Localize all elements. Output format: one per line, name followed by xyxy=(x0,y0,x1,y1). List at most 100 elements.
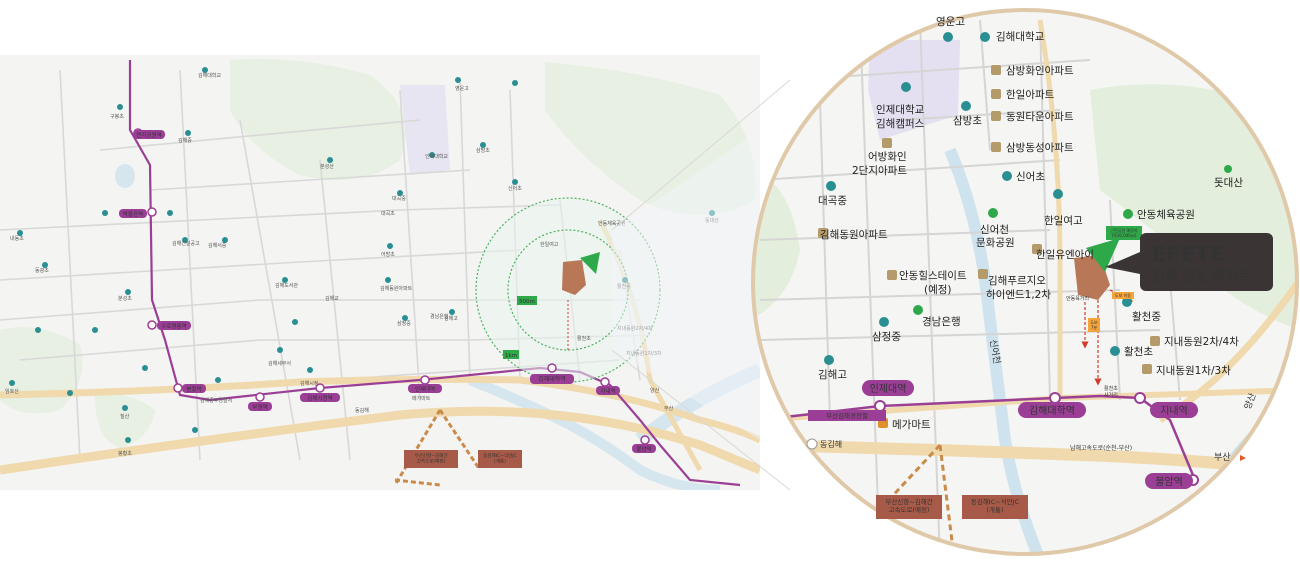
apartment-icon xyxy=(882,138,892,148)
overview-label: 메가마트 xyxy=(412,395,431,402)
landmark-label: 한일유엔아이 xyxy=(1036,248,1094,261)
school-icon xyxy=(980,32,990,42)
landmark-label: 인제대학교 xyxy=(876,104,925,116)
rail-line-badge xyxy=(808,410,886,421)
radius-500m-badge xyxy=(517,296,537,305)
apartment-icon xyxy=(991,65,1001,75)
overview-label: 김해시청 xyxy=(300,380,318,387)
overview-label: 신어초 xyxy=(508,185,522,192)
apartment-icon xyxy=(991,89,1001,99)
overview-label: 어방초 xyxy=(381,251,395,258)
walk-tag-text: 도보 이동 xyxy=(1115,292,1131,298)
landmark-label: 활천초 xyxy=(1124,345,1153,358)
opened-highway-text: 동김해IC~식만JC(개통) xyxy=(971,497,1020,514)
school-icon xyxy=(1110,346,1120,356)
planned-highway-box xyxy=(876,495,942,519)
zoom-landmarks: 영운고 김해대학교 삼방화인아파트 한일아파트 동원타운아파트 삼방동성아파트 … xyxy=(818,16,1243,431)
overview-station-label: 수로왕릉역 xyxy=(161,322,186,330)
river xyxy=(468,375,721,490)
station-dot xyxy=(1049,392,1061,404)
overview-station-label: 김해시청역 xyxy=(307,394,332,402)
station-label: 인제대역 xyxy=(870,383,907,395)
overview-label: 경남은행 xyxy=(430,313,449,320)
overview-label: 김해세무서 xyxy=(268,360,291,367)
radius-1km-badge xyxy=(503,350,519,359)
overview-label: 안동체육공원 xyxy=(598,220,626,227)
radius-500m-label: 500m xyxy=(519,299,535,305)
overview-planned-box xyxy=(404,450,458,468)
landmark-label: 경남은행 xyxy=(922,315,961,328)
landmark-label: 2단지아파트 xyxy=(852,165,907,177)
overview-label: 김해중 xyxy=(178,137,192,144)
overview-label: 활천초 xyxy=(577,335,591,342)
apartment-icon xyxy=(991,142,1001,152)
zoom-connector-top xyxy=(611,79,791,231)
rail-line-label: 부산김해경전철 xyxy=(826,411,868,420)
school-icon xyxy=(1053,189,1063,199)
zoom-connector-fill xyxy=(612,130,760,440)
planned-highway xyxy=(393,409,442,486)
landmark-label: 김해고 xyxy=(818,368,847,381)
landmark-label: 활천중 xyxy=(1132,310,1161,323)
landmark-label: 지내동원2차/4차 xyxy=(1164,336,1239,348)
landmark-label: 김해동원아파트 xyxy=(820,228,888,241)
park-icon xyxy=(988,208,998,218)
overview-station-label: 부원역 xyxy=(252,403,267,411)
overview-station-label: 인제대역 xyxy=(415,385,435,393)
landmark-label: 김해대학교 xyxy=(996,30,1045,43)
callout-brand: EFETE xyxy=(1152,242,1225,266)
overview-label: 한일여고 xyxy=(540,241,559,248)
overview-mountain-label: 칠산 xyxy=(120,413,130,420)
pond xyxy=(115,164,135,188)
overview-label: 김해대학교 xyxy=(198,72,221,79)
walk-tag xyxy=(1088,318,1100,332)
planned-highway xyxy=(438,409,482,471)
walk-tag xyxy=(1112,292,1134,299)
overview-station-label: 봉황역 xyxy=(186,385,201,393)
callout-name: 김해 안동 에피트 xyxy=(1152,269,1251,285)
park-plan-text: 근린공원 예정지(약30,000㎡) xyxy=(1110,227,1137,238)
school-icon xyxy=(1122,297,1132,307)
arrow-icon xyxy=(1240,455,1246,461)
apartment-icon xyxy=(887,270,897,280)
overview-label: 김해교 xyxy=(325,295,339,302)
apartment-icon xyxy=(1032,244,1042,254)
overview-label: 대곡중 xyxy=(392,195,406,202)
overview-label: 동광초 xyxy=(35,267,49,274)
zoom-connector-bottom xyxy=(611,349,791,491)
landmark-label: 삼방화인아파트 xyxy=(1006,65,1074,77)
overview-mountain-label: 임호산 xyxy=(5,388,19,395)
apartment-icon xyxy=(818,228,828,238)
zoom-station-labels: 인제대역 김해대학역 지내역 불암역 xyxy=(862,380,1198,489)
overview-label: 삼정중 xyxy=(397,320,411,327)
green-area xyxy=(95,394,155,448)
school-icon xyxy=(901,82,911,92)
landmark-label: 안동체육공원 xyxy=(1137,209,1195,221)
rail-line xyxy=(128,60,741,487)
apartment-icon xyxy=(991,111,1001,121)
park-icon xyxy=(1123,209,1133,219)
project-site xyxy=(562,260,586,295)
project-callout: EFETE 김해 안동 에피트 xyxy=(1105,233,1273,291)
landmark-label: 삼방초 xyxy=(953,115,982,127)
station-dot xyxy=(1134,392,1146,404)
overview-label: 분성초 xyxy=(118,295,132,302)
station-badge-injedae xyxy=(862,380,914,396)
overview-station-labels: 연지공원역 박물관역 수로왕릉역 봉황역 부원역 김해시청역 인제대역 김해대학… xyxy=(119,130,656,453)
ic-icon xyxy=(806,438,818,450)
station-badge-gimhaedae xyxy=(1018,402,1086,418)
overview-label: 김해중부경찰서 xyxy=(200,397,232,404)
school-icon xyxy=(1002,171,1012,181)
landmark-label: 김해푸르지오 xyxy=(988,274,1046,287)
overview-yangsan-label: 양산 xyxy=(650,387,660,394)
callout-box xyxy=(1140,233,1273,291)
school-icon xyxy=(824,355,834,365)
landmark-label: (예정) xyxy=(924,283,952,296)
zoom-road-labels: 부산김해경전철 남해고속도로(순천-부산) 동김해 신어천 부산 양산 xyxy=(806,339,1258,463)
overview-label: 영운고 xyxy=(455,85,469,92)
